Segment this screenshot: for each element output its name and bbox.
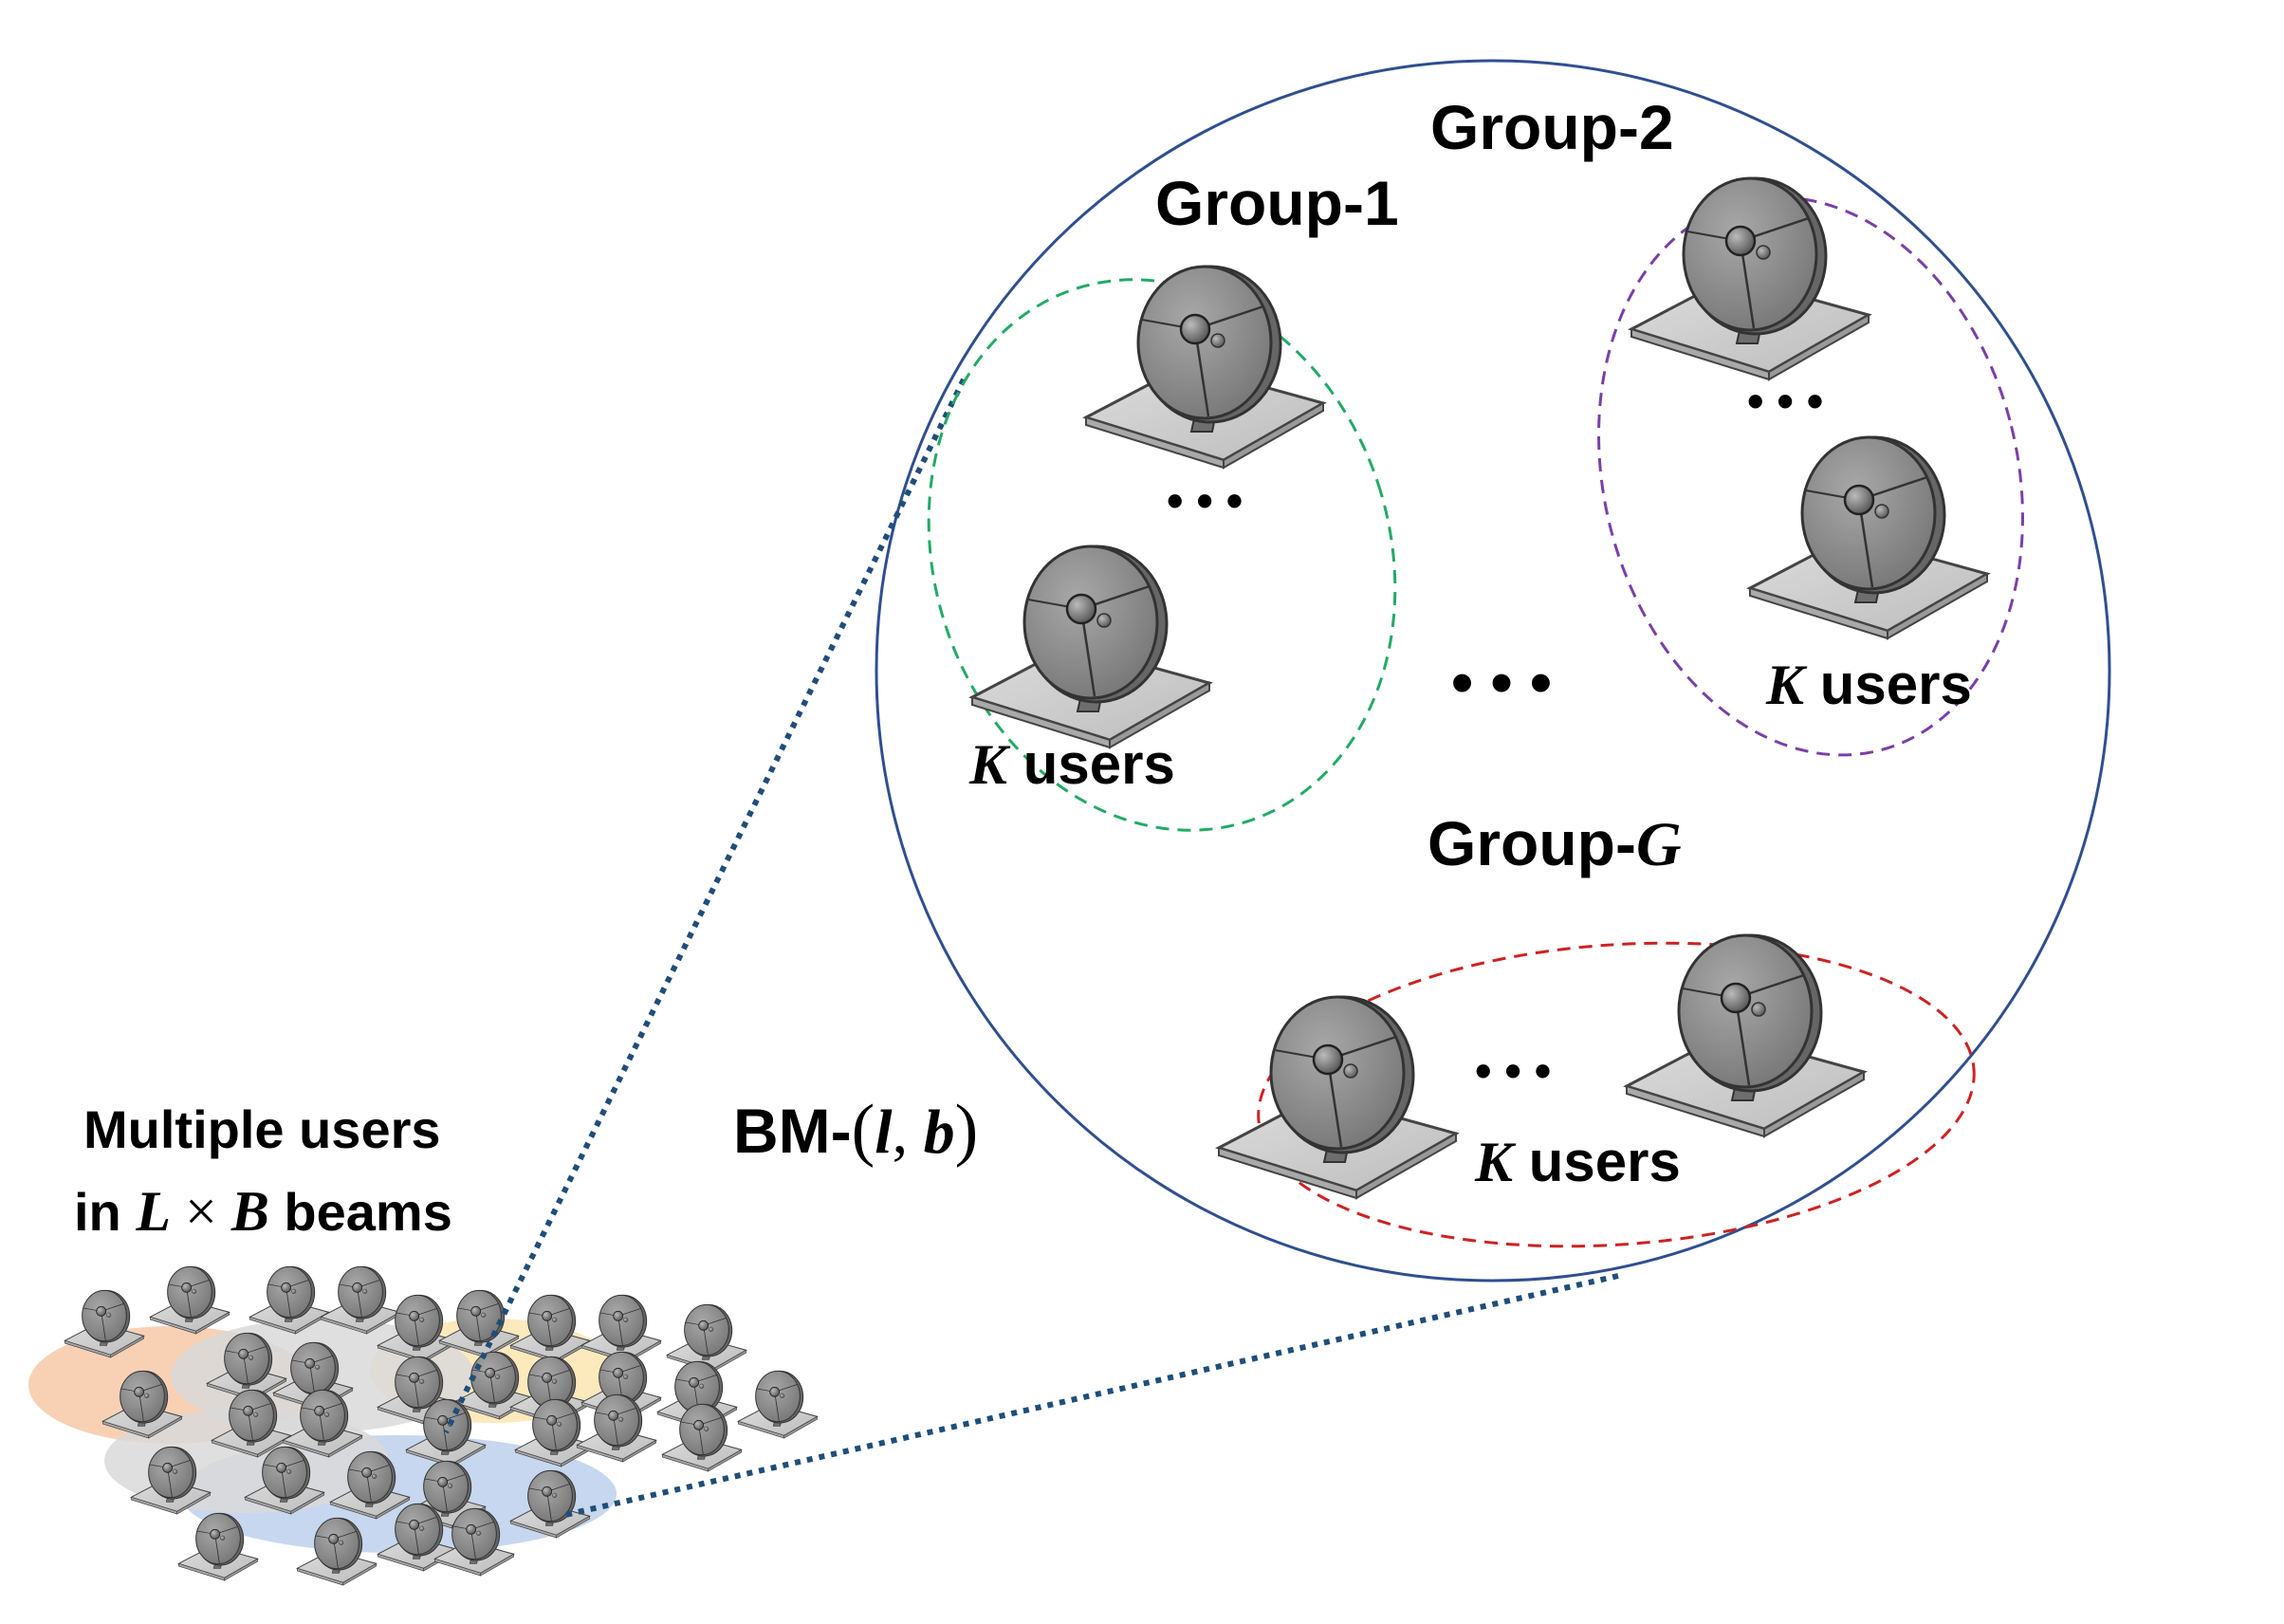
group-1-k-users: K users — [968, 732, 1175, 796]
group-2-ellipsis: • • • — [1747, 375, 1823, 428]
group-2-title: Group-2 — [1430, 92, 1674, 162]
satellite-dish-icon — [1630, 176, 1870, 381]
group-2-k-users: K users — [1765, 653, 1972, 716]
groups-ellipsis: • • • — [1451, 647, 1552, 717]
group-1-outline — [927, 278, 1397, 832]
satellite-dish-icon — [1084, 265, 1325, 470]
multi-users-label-line1: Multiple users — [83, 1099, 441, 1159]
satellite-dish-icon — [737, 1370, 819, 1439]
satellite-dish-icon — [149, 1265, 230, 1335]
satellite-dish-icon — [666, 1303, 747, 1373]
group-G-outline — [1257, 941, 1976, 1248]
group-G-title: Group-G — [1428, 808, 1682, 879]
satellite-dish-icon — [1217, 995, 1458, 1200]
group-G-ellipsis: • • • — [1475, 1044, 1551, 1098]
beam-zoom-circle — [875, 59, 2111, 1283]
multi-users-label-line2: in L × B beams — [74, 1180, 452, 1243]
group-G-k-users: K users — [1474, 1130, 1681, 1193]
satellite-dish-icon — [970, 544, 1211, 749]
group-1-title: Group-1 — [1155, 168, 1399, 238]
satellite-dish-icon — [1625, 933, 1866, 1138]
beam-label: BM-(l, b) — [733, 1091, 978, 1169]
zoom-connector-upper — [443, 378, 967, 1434]
satellite-dish-icon — [1748, 435, 1989, 640]
group-1-ellipsis: • • • — [1167, 474, 1243, 527]
